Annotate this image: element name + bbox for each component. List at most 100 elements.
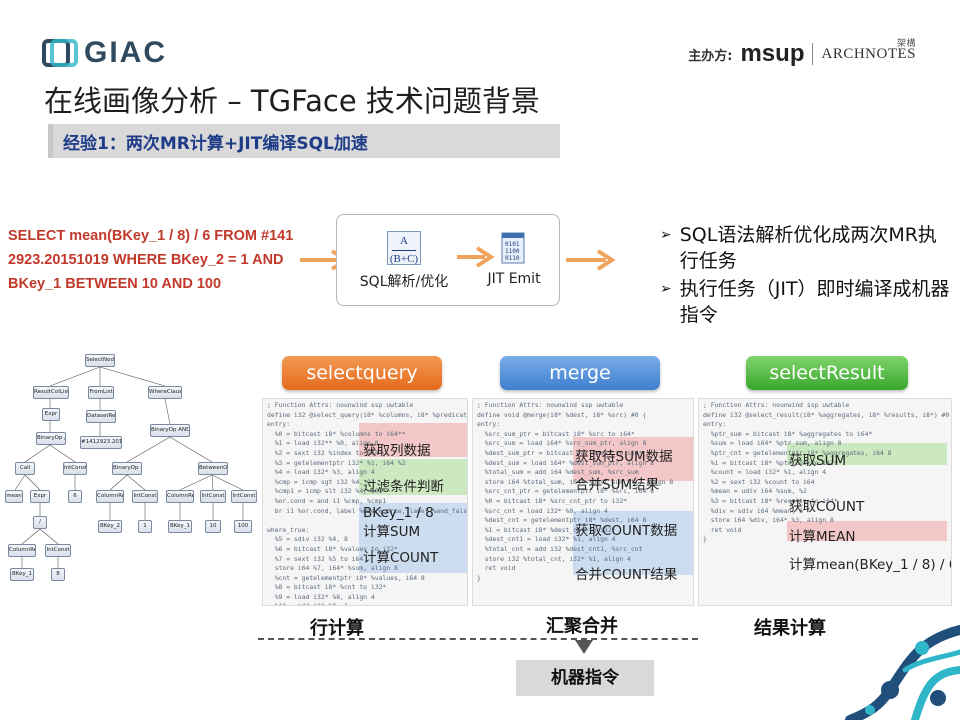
- annotation: 获取COUNT数据: [575, 523, 678, 539]
- phase-selectresult-tag: selectResult: [746, 356, 908, 390]
- tree-node: IntConst: [132, 490, 158, 503]
- bullet-item: ➢ 执行任务（JIT）即时编译成机器指令: [660, 276, 950, 328]
- tree-node: BKey_2: [98, 520, 122, 533]
- svg-text:0101: 0101: [505, 241, 520, 248]
- svg-text:0110: 0110: [505, 255, 520, 262]
- annotation: 计算mean(BKey_1 / 8) / 6: [789, 557, 952, 573]
- tree-node: 6: [68, 490, 82, 503]
- annotation: 获取待SUM数据: [575, 449, 673, 465]
- giac-logo-icon: [42, 38, 78, 68]
- code-panel-selectresult: ; Function Attrs: nounwind ssp uwtable d…: [698, 398, 952, 606]
- annotation: 计算MEAN: [789, 529, 856, 545]
- logo-text: GIAC: [84, 36, 167, 69]
- tree-node: BKey_1: [10, 568, 34, 581]
- sponsor-block: 主办方: msup 架構 ARCHNOTES: [688, 38, 916, 68]
- code-panel-selectquery: ; Function Attrs: nounwind ssp uwtable d…: [262, 398, 468, 606]
- tree-node: IntConst: [200, 490, 226, 503]
- sql-parse-label: SQL解析/优化: [359, 274, 449, 290]
- dashed-divider: [258, 638, 698, 640]
- tree-node: ColumnRef: [8, 544, 36, 557]
- phase-label-row-compute: 行计算: [310, 618, 364, 639]
- orange-arrow-3: [566, 248, 618, 272]
- ast-tree: SelectNode ResultColList FromList WhereC…: [0, 348, 262, 588]
- bullet-text: SQL语法解析优化成两次MR执行任务: [679, 224, 937, 272]
- frac-numerator: A: [400, 235, 408, 247]
- annotation: 过滤条件判断: [363, 479, 444, 495]
- machine-code-box: 机器指令: [516, 660, 654, 696]
- tree-node: 8: [51, 568, 65, 581]
- annotation: 计算SUM: [363, 524, 421, 540]
- tree-node: 10: [205, 520, 221, 533]
- msup-logo: msup: [740, 40, 805, 67]
- tree-node: DatasetRef: [86, 410, 116, 423]
- llvm-code: ; Function Attrs: nounwind ssp uwtable d…: [703, 401, 950, 544]
- bullet-item: ➢ SQL语法解析优化成两次MR执行任务: [660, 222, 950, 274]
- phase-merge-tag: merge: [500, 356, 660, 390]
- tree-node: WhereClause: [148, 386, 182, 399]
- sql-query-text: SELECT mean(BKey_1 / 8) / 6 FROM #141292…: [8, 228, 294, 292]
- sql-parse-step: A (B+C) SQL解析/优化: [353, 231, 455, 291]
- tree-node: 100: [234, 520, 252, 533]
- bullet-list: ➢ SQL语法解析优化成两次MR执行任务 ➢ 执行任务（JIT）即时编译成机器指…: [660, 222, 950, 330]
- llvm-code: ; Function Attrs: nounwind ssp uwtable d…: [267, 401, 468, 605]
- phase-label-merge: 汇聚合并: [546, 616, 618, 637]
- archnotes-logo: 架構 ARCHNOTES: [821, 38, 916, 63]
- tree-node: BinaryOp AND: [150, 424, 190, 437]
- subtitle-box: 经验1：两次MR计算+JIT编译SQL加速: [48, 124, 560, 158]
- tree-node: BinaryOp =: [112, 462, 142, 475]
- tree-edges: [14, 366, 244, 568]
- fraction-icon: A (B+C): [387, 231, 421, 265]
- tree-node: ResultColList: [33, 386, 69, 399]
- archnotes-cn: 架構: [896, 37, 916, 48]
- giac-logo: GIAC: [42, 36, 167, 70]
- tree-node: /: [33, 516, 47, 529]
- annotation: 合并SUM结果: [575, 477, 660, 493]
- annotation: 获取COUNT: [789, 499, 865, 515]
- bullet-text: 执行任务（JIT）即时编译成机器指令: [679, 278, 950, 326]
- annotation: 计算COUNT: [363, 550, 439, 566]
- highlight-red: [787, 521, 947, 541]
- tree-node: Expr: [30, 490, 50, 503]
- tree-node: #1412923.20151019: [80, 436, 122, 449]
- tree-node: FromList: [88, 386, 114, 399]
- tree-node: BKey_1: [168, 520, 192, 533]
- llvm-code: ; Function Attrs: nounwind ssp uwtable d…: [477, 401, 674, 582]
- highlight-blue: [573, 511, 693, 575]
- annotation: 获取SUM: [789, 453, 847, 469]
- tree-node: BetweenOp: [198, 462, 228, 475]
- binary-file-icon: 0101 1100 0110: [499, 229, 529, 265]
- annotation: 合并COUNT结果: [575, 567, 678, 583]
- pipeline-box: A (B+C) SQL解析/优化 0101 1100 0110 JIT Emit: [336, 214, 560, 306]
- tree-node: SelectNode: [85, 354, 115, 367]
- tree-node: ColumnRef: [96, 490, 124, 503]
- phase-label-result: 结果计算: [754, 618, 826, 639]
- tree-node: IntConst: [231, 490, 257, 503]
- sponsor-label: 主办方:: [688, 48, 733, 64]
- frac-denominator: (B+C): [389, 253, 419, 265]
- tree-node: Expr: [42, 408, 60, 421]
- annotation: 获取列数据: [363, 443, 431, 459]
- code-panel-merge: ; Function Attrs: nounwind ssp uwtable d…: [472, 398, 694, 606]
- tree-node: IntConst: [45, 544, 71, 557]
- svg-text:1100: 1100: [505, 248, 520, 255]
- page-title: 在线画像分析 – TGFace 技术问题背景: [44, 84, 540, 118]
- orange-arrow-2: [457, 245, 497, 269]
- molecule-decoration-icon: [810, 600, 960, 720]
- tree-node: ColumnRef: [166, 490, 194, 503]
- highlight-red: [359, 423, 467, 457]
- tree-node: IntConst: [63, 462, 87, 475]
- phase-selectquery-tag: selectquery: [282, 356, 442, 390]
- tree-node: BinaryOp /: [36, 432, 66, 445]
- jit-emit-step: 0101 1100 0110 JIT Emit: [479, 229, 549, 287]
- arrow-bullet-icon: ➢: [660, 281, 672, 297]
- tree-node: Call: [15, 462, 35, 475]
- tree-node: mean: [5, 490, 23, 503]
- down-arrow-icon: [575, 640, 593, 654]
- jit-emit-label: JIT Emit: [487, 271, 541, 287]
- highlight-red: [573, 437, 693, 481]
- archnotes-text: ARCHNOTES: [821, 45, 916, 62]
- highlight-green: [787, 443, 947, 465]
- highlight-green: [359, 459, 467, 495]
- sponsor-divider: [812, 43, 814, 65]
- arrow-bullet-icon: ➢: [660, 227, 672, 243]
